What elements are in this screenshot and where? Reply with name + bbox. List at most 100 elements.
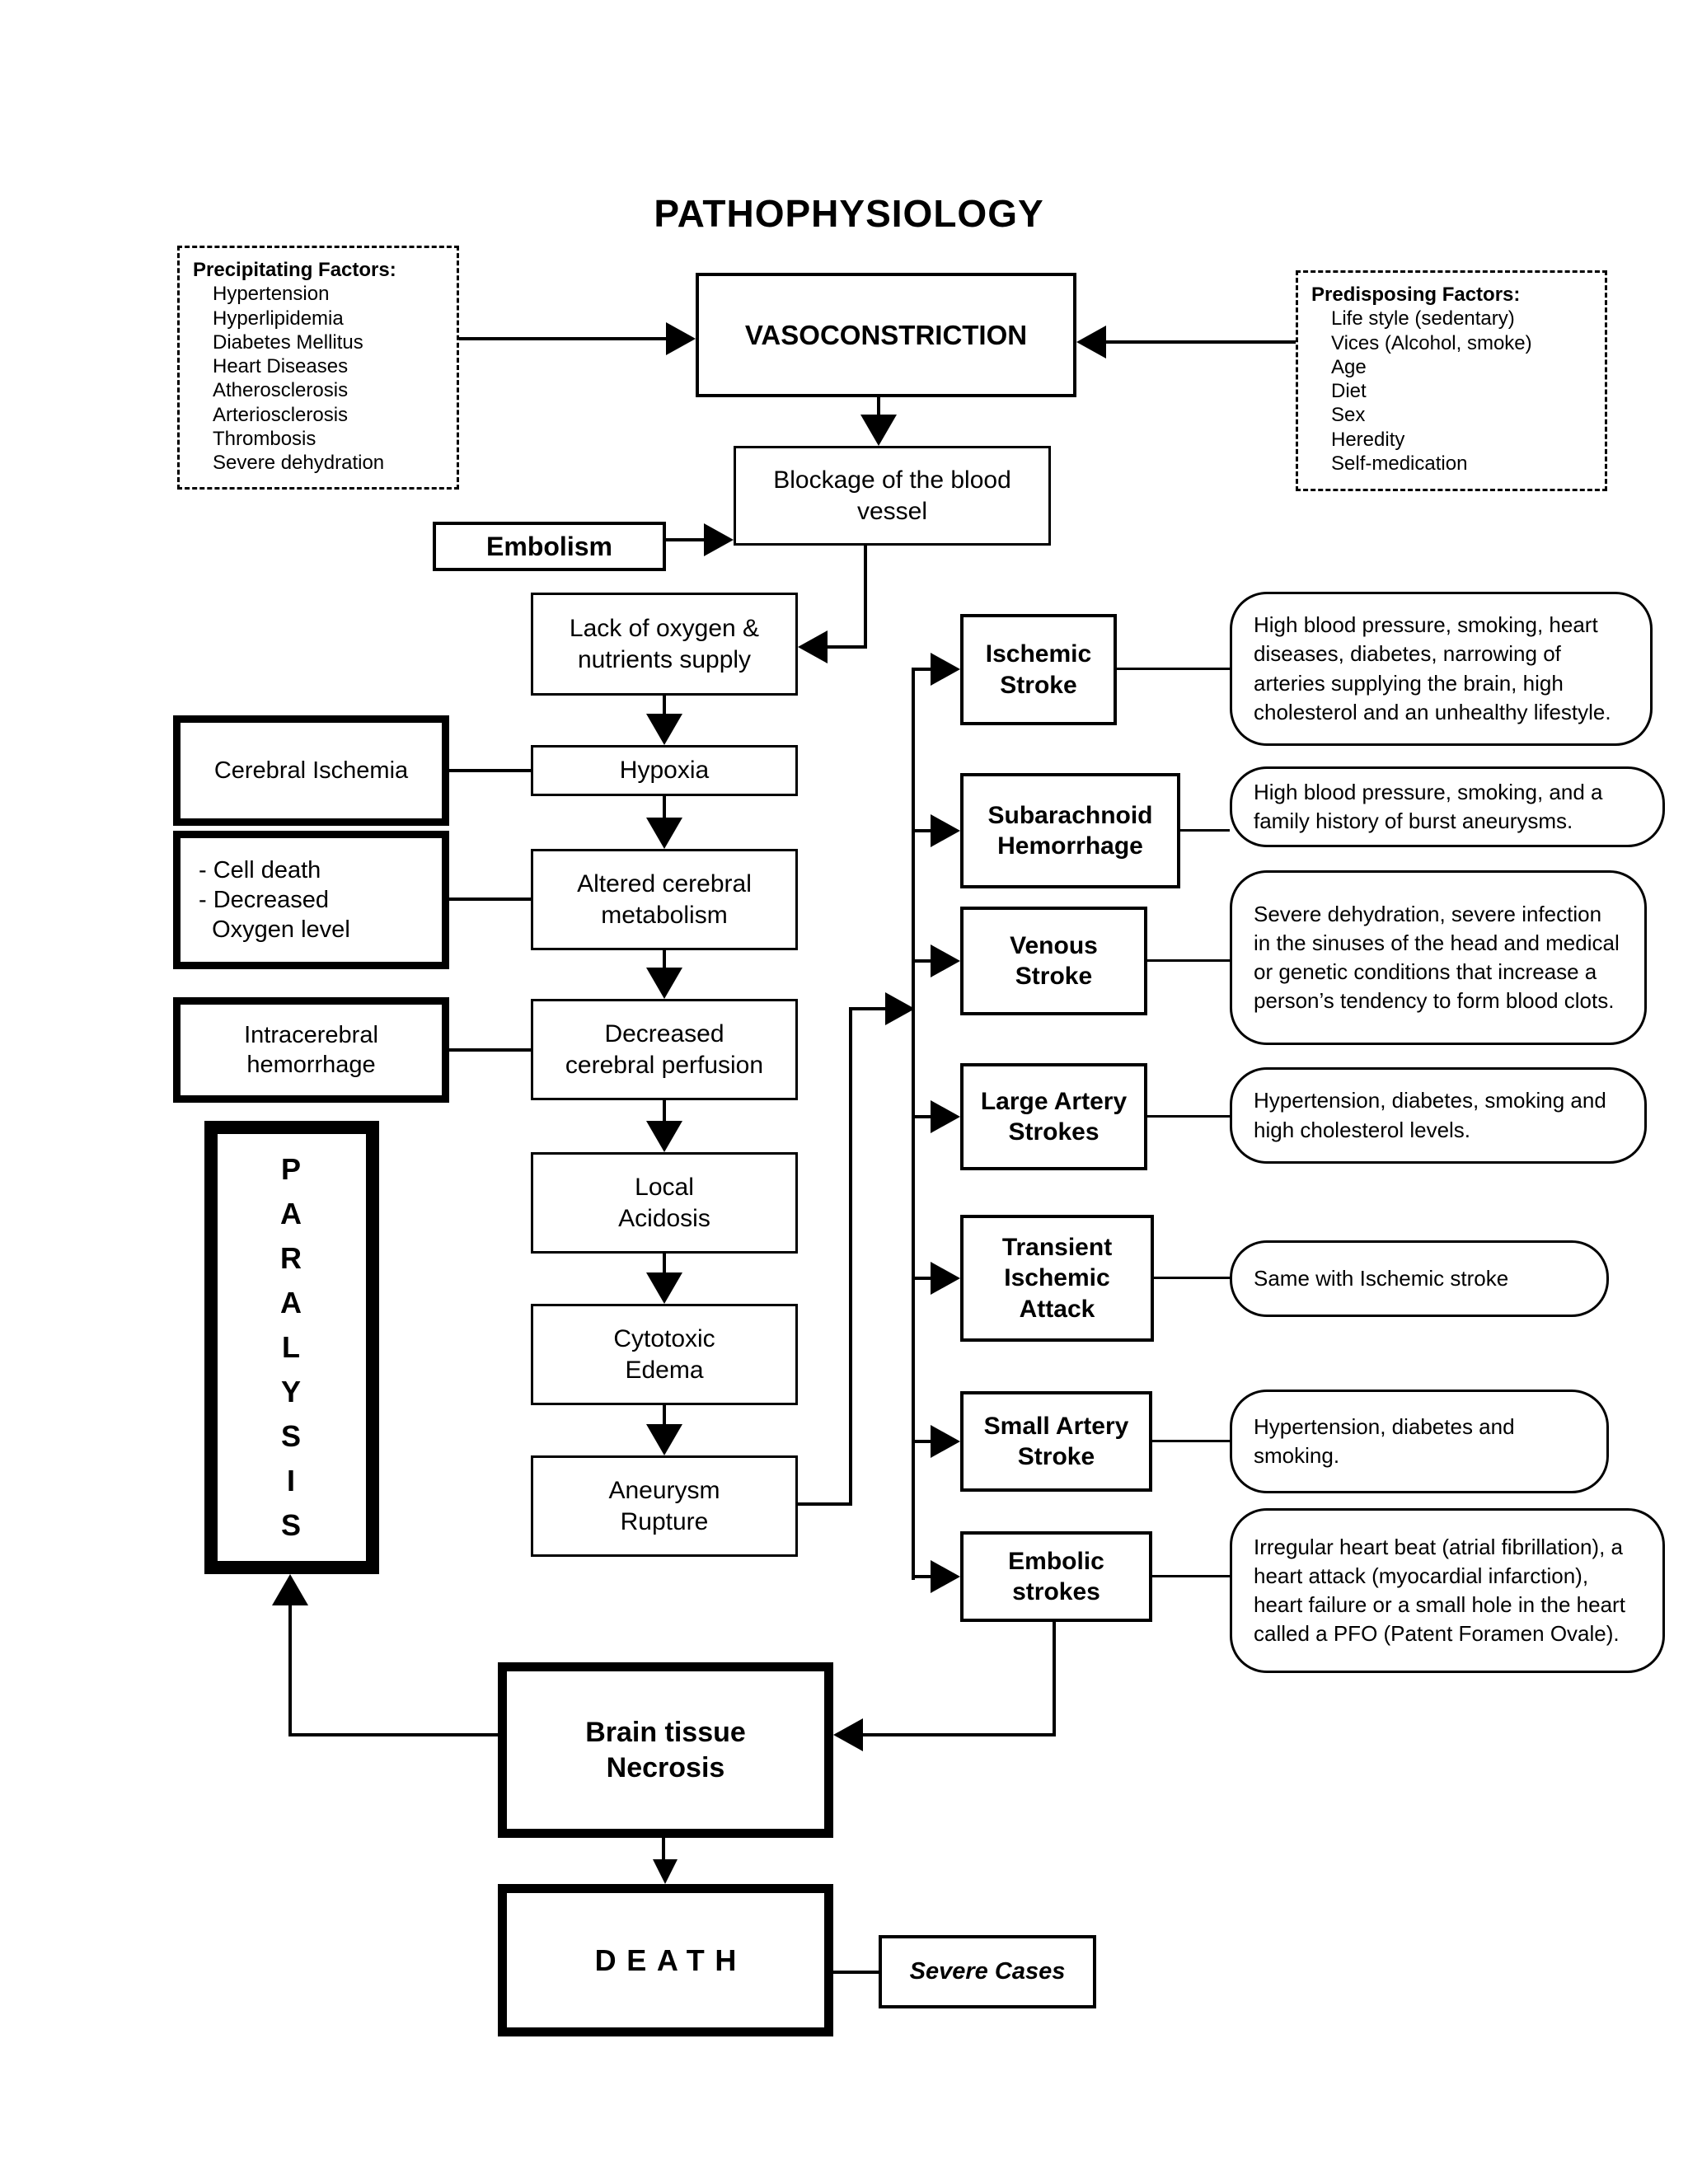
list-item: Age	[1331, 355, 1367, 378]
line-embolic-to-bubble	[1152, 1575, 1230, 1577]
arrowhead-right-icon	[931, 814, 960, 847]
node-cerebral-ischemia: Cerebral Ischemia	[173, 715, 449, 826]
list-item: Self-medication	[1331, 452, 1468, 475]
line-large-artery-to-bubble	[1147, 1115, 1230, 1118]
line-stub-small-artery	[912, 1440, 931, 1443]
line-intracerebral-to-decreased	[449, 1048, 531, 1052]
arrowhead-down-icon	[860, 415, 897, 446]
node-aneurysm-rupture: Aneurysm Rupture	[531, 1455, 798, 1557]
line-blockage-elbow-vertical	[864, 546, 867, 649]
node-blockage-of-blood-vessel: Blockage of the blood vessel	[734, 446, 1051, 546]
line-stroke-trunk	[912, 669, 915, 1580]
line-aneurysm-connector-vertical	[849, 1007, 852, 1506]
arrowhead-down-icon	[646, 1121, 682, 1152]
list-item: Heredity	[1331, 428, 1405, 451]
stroke-box-transient-ischemic-attack: Transient Ischemic Attack	[960, 1215, 1154, 1342]
list-item: Thrombosis	[213, 427, 316, 450]
list-item: Heart Diseases	[213, 355, 349, 378]
line-ischemic-to-bubble	[1117, 668, 1230, 670]
stroke-box-small-artery: Small Artery Stroke	[960, 1391, 1152, 1492]
line-celldeath-to-altered	[449, 898, 531, 901]
description-bubble-tia: Same with Ischemic stroke	[1230, 1240, 1609, 1317]
line-hypoxia-to-altered	[663, 796, 666, 821]
arrowhead-right-icon	[931, 1560, 960, 1593]
node-severe-cases: Severe Cases	[879, 1935, 1096, 2008]
line-predisposing-to-vasoconstriction	[1106, 340, 1296, 344]
line-precipitating-to-vasoconstriction	[459, 337, 666, 340]
arrowhead-down-icon	[646, 1424, 682, 1455]
list-item: Hypertension	[213, 283, 330, 306]
arrowhead-down-icon	[646, 714, 682, 745]
list-item: Vices (Alcohol, smoke)	[1331, 331, 1532, 354]
arrowhead-down-icon	[653, 1859, 678, 1884]
node-intracerebral-hemorrhage: Intracerebral hemorrhage	[173, 997, 449, 1103]
node-cytotoxic-edema: Cytotoxic Edema	[531, 1304, 798, 1405]
stroke-box-venous: Venous Stroke	[960, 907, 1147, 1015]
arrowhead-right-icon	[931, 1100, 960, 1133]
stroke-box-subarachnoid-hemorrhage: Subarachnoid Hemorrhage	[960, 773, 1180, 888]
arrowhead-down-icon	[646, 968, 682, 999]
line-local-to-cytotoxic	[663, 1254, 666, 1276]
line-embolism-to-blockage	[666, 538, 704, 541]
description-bubble-venous: Severe dehydration, severe infection in …	[1230, 870, 1647, 1045]
line-small-artery-to-bubble	[1152, 1440, 1230, 1442]
line-stub-subarachnoid	[912, 829, 931, 832]
line-necrosis-to-death	[662, 1838, 665, 1859]
predisposing-factors-header: Predisposing Factors:	[1311, 284, 1521, 306]
list-item: Arteriosclerosis	[213, 403, 349, 426]
page-title: PATHOPHYSIOLOGY	[654, 192, 1044, 235]
line-cytotoxic-to-aneurysm	[663, 1405, 666, 1427]
arrowhead-down-icon	[646, 818, 682, 849]
node-paralysis: P A R A L Y S I S	[204, 1121, 379, 1574]
line-cerebral-to-hypoxia	[449, 769, 531, 772]
description-bubble-large-artery: Hypertension, diabetes, smoking and high…	[1230, 1067, 1647, 1164]
arrowhead-right-icon	[931, 653, 960, 686]
line-aneurysm-connector-top	[852, 1007, 885, 1010]
node-decreased-cerebral-perfusion: Decreased cerebral perfusion	[531, 999, 798, 1100]
line-embolic-down	[1053, 1622, 1056, 1736]
list-item: Atherosclerosis	[213, 379, 349, 402]
line-death-to-severe-cases	[833, 1971, 879, 1974]
arrowhead-right-icon	[931, 1425, 960, 1458]
line-subarachnoid-to-bubble	[1180, 829, 1230, 832]
list-item: Hyperlipidemia	[213, 307, 344, 330]
node-local-acidosis: Local Acidosis	[531, 1152, 798, 1254]
node-brain-tissue-necrosis: Brain tissue Necrosis	[498, 1662, 833, 1838]
description-bubble-embolic: Irregular heart beat (atrial fibrillatio…	[1230, 1508, 1665, 1673]
line-tia-to-bubble	[1154, 1277, 1230, 1279]
arrowhead-right-icon	[885, 992, 915, 1025]
list-item: Diet	[1331, 380, 1367, 403]
line-stub-venous	[912, 959, 931, 963]
arrowhead-right-icon	[704, 523, 734, 556]
line-aneurysm-connector-horizontal	[798, 1502, 852, 1506]
arrowhead-right-icon	[931, 1262, 960, 1295]
line-lack-to-hypoxia	[663, 696, 666, 717]
list-item: Sex	[1331, 404, 1366, 427]
list-item: Severe dehydration	[213, 452, 385, 475]
line-venous-to-bubble	[1147, 959, 1230, 962]
precipitating-factors-box: Precipitating Factors: Hypertension Hype…	[177, 246, 459, 490]
stroke-box-embolic: Embolic strokes	[960, 1531, 1152, 1622]
node-altered-cerebral-metabolism: Altered cerebral metabolism	[531, 849, 798, 950]
arrowhead-down-icon	[646, 1272, 682, 1304]
line-embolic-to-necrosis	[863, 1733, 1056, 1736]
description-bubble-subarachnoid: High blood pressure, smoking, and a fami…	[1230, 766, 1665, 847]
stroke-box-large-artery: Large Artery Strokes	[960, 1063, 1147, 1170]
list-item: Diabetes Mellitus	[213, 330, 363, 354]
stroke-box-ischemic: Ischemic Stroke	[960, 614, 1117, 725]
node-lack-of-oxygen: Lack of oxygen & nutrients supply	[531, 593, 798, 696]
line-blockage-elbow-horizontal	[828, 645, 867, 649]
line-decreased-to-local	[663, 1100, 666, 1124]
arrowhead-left-icon	[833, 1718, 863, 1751]
node-death: DEATH	[498, 1884, 833, 2036]
predisposing-factors-list: Life style (sedentary) Vices (Alcohol, s…	[1311, 307, 1592, 476]
line-necrosis-to-paralysis-horizontal	[290, 1733, 498, 1736]
arrowhead-right-icon	[931, 944, 960, 977]
arrowhead-left-icon	[798, 630, 828, 663]
line-altered-to-decreased	[663, 950, 666, 971]
line-necrosis-to-paralysis-vertical	[288, 1605, 292, 1736]
description-bubble-small-artery: Hypertension, diabetes and smoking.	[1230, 1390, 1609, 1493]
arrowhead-right-icon	[666, 322, 696, 355]
precipitating-factors-header: Precipitating Factors:	[193, 259, 396, 281]
